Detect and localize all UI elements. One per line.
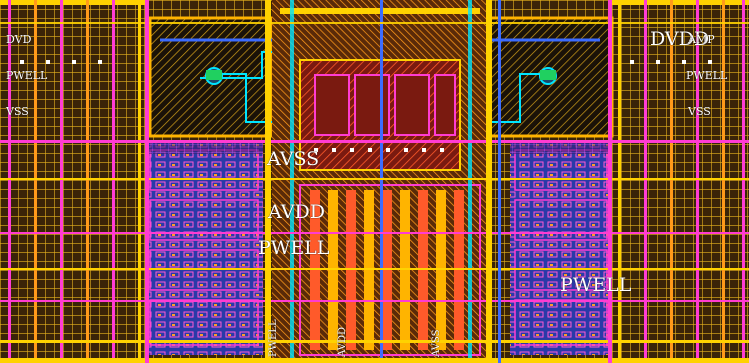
net-label-right-mid: PWELL bbox=[686, 69, 728, 82]
via-array bbox=[20, 60, 712, 152]
pin-label-avss: AVSS bbox=[431, 329, 442, 357]
net-label-right-bot: VSS bbox=[688, 105, 711, 118]
right-column-bars bbox=[612, 0, 749, 363]
net-label-dvdd-right: DVDD bbox=[650, 28, 710, 50]
left-column-bars bbox=[0, 0, 145, 363]
left-cell-column bbox=[0, 0, 145, 363]
left-logic-block bbox=[145, 140, 263, 355]
cap-terminals bbox=[205, 67, 557, 85]
net-label-pwell-right: PWELL bbox=[560, 274, 632, 296]
net-label-right-top: AMP bbox=[688, 33, 715, 46]
core-top-devices bbox=[280, 0, 480, 363]
vertical-feeds bbox=[145, 0, 612, 363]
net-label-left-bot: VSS bbox=[6, 105, 29, 118]
pin-label-avdd: AVDD bbox=[337, 327, 348, 357]
purple-wells bbox=[145, 140, 612, 154]
net-label-avss: AVSS bbox=[267, 148, 320, 170]
power-rails bbox=[0, 22, 749, 363]
net-label-pwell: PWELL bbox=[258, 237, 330, 259]
net-label-avdd: AVDD bbox=[268, 201, 325, 223]
pin-label-pwell: PWELL bbox=[268, 319, 279, 357]
right-cell-column bbox=[612, 0, 749, 363]
net-label-left-top: DVD bbox=[6, 33, 32, 46]
net-label-left-mid: PWELL bbox=[6, 69, 48, 82]
right-logic-block bbox=[510, 140, 612, 355]
